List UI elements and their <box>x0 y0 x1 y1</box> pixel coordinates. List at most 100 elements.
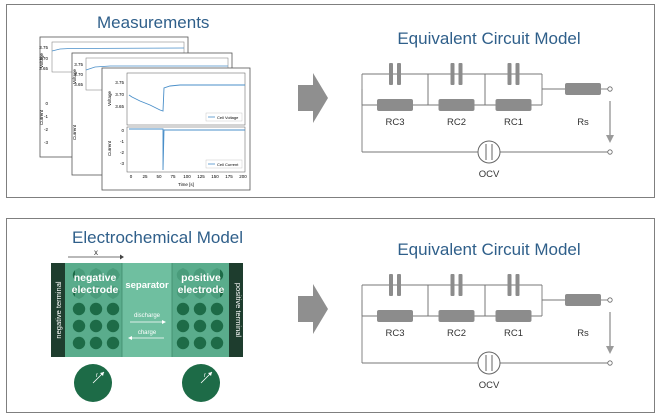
front-current-label: Current <box>107 140 112 156</box>
resistor <box>438 99 475 111</box>
terminal-icon <box>607 297 613 303</box>
current-curve <box>129 128 245 171</box>
particle <box>106 319 120 333</box>
time-axis-label: Time [s] <box>178 182 194 187</box>
mid-voltage-label: Voltage <box>72 68 77 84</box>
particle <box>106 336 120 350</box>
capacitor <box>450 63 455 85</box>
resistor <box>495 99 532 111</box>
particle <box>89 302 103 316</box>
resistor <box>495 310 532 322</box>
capacitor <box>507 63 512 85</box>
mid-tick-1: 3.75 <box>74 62 83 67</box>
capacitor <box>458 63 463 85</box>
back-ctick-1: -1 <box>44 114 48 119</box>
voltage-source-icon <box>477 140 501 164</box>
negative-particle-radius: r <box>74 364 112 402</box>
capacitor <box>515 274 520 296</box>
arrow-right-icon <box>298 284 328 334</box>
mid-current-label: Current <box>72 124 77 140</box>
front-voltage-label: Voltage <box>107 90 112 106</box>
arrow-down-icon <box>606 346 614 354</box>
back-voltage-label: Voltage <box>39 52 44 68</box>
rc-label: RC3 <box>385 328 404 339</box>
particle <box>72 336 86 350</box>
rs-label: Rs <box>577 328 589 339</box>
resistor <box>438 310 475 322</box>
positive-terminal-label: positive terminal <box>234 283 243 338</box>
voltage-source-icon <box>477 351 501 375</box>
legend-cell-current: Cell Current <box>217 162 239 167</box>
resistor <box>377 99 413 111</box>
rc-label: RC1 <box>504 328 523 339</box>
resistor <box>377 310 413 322</box>
particle <box>72 302 86 316</box>
particle <box>176 302 190 316</box>
circuit-title: Equivalent Circuit Model <box>397 240 580 259</box>
terminal-icon <box>607 360 613 366</box>
front-vtick-2: 3.70 <box>115 92 124 97</box>
particle <box>176 336 190 350</box>
back-ctick-3: -3 <box>44 140 48 145</box>
mid-tick-2: 3.70 <box>74 72 83 77</box>
particle <box>72 319 86 333</box>
radius-label-negative: r <box>96 373 98 379</box>
charge-label: charge <box>138 330 157 336</box>
mid-tick-3: 3.65 <box>74 82 83 87</box>
back-ctick-2: -2 <box>44 127 48 132</box>
capacitor <box>515 63 520 85</box>
arrow-down-icon <box>606 135 614 143</box>
front-ctick-0: 0 <box>121 128 124 133</box>
time-tick: 100 <box>183 174 191 179</box>
back-current-label: Current <box>39 109 44 125</box>
back-tick-2: 3.70 <box>39 56 48 61</box>
front-vtick-3: 3.65 <box>115 104 124 109</box>
particle <box>89 336 103 350</box>
front-ctick-3: -3 <box>120 161 124 166</box>
front-vtick-1: 3.75 <box>115 80 124 85</box>
separator-region <box>122 263 172 357</box>
time-tick: 50 <box>156 174 162 179</box>
discharge-arrow-icon <box>162 320 166 324</box>
rc-label: RC3 <box>385 117 404 128</box>
plot-sheet-front: 3.75 3.70 3.65 Voltage Cell Voltage 0 -1… <box>101 67 251 191</box>
rs-label: Rs <box>577 117 589 128</box>
circuit-title: Equivalent Circuit Model <box>397 29 580 48</box>
ocv-label: OCV <box>479 380 500 391</box>
particle <box>89 319 103 333</box>
separator-label: separator <box>125 280 169 291</box>
time-tick: 175 <box>225 174 233 179</box>
front-ctick-2: -2 <box>120 150 124 155</box>
particle <box>106 302 120 316</box>
positive-electrode-label-1: positive <box>181 272 221 284</box>
positive-electrode-label-2: electrode <box>178 284 225 296</box>
rc-label: RC1 <box>504 117 523 128</box>
particle <box>176 319 190 333</box>
capacitor <box>450 274 455 296</box>
electrochemical-title: Electrochemical Model <box>72 228 244 247</box>
particle <box>193 302 207 316</box>
capacitor <box>397 274 401 296</box>
legend-cell-voltage: Cell Voltage <box>217 115 239 120</box>
time-tick: 125 <box>197 174 205 179</box>
particle <box>193 319 207 333</box>
time-tick: 150 <box>211 174 219 179</box>
terminal-icon <box>607 149 613 155</box>
time-tick: 200 <box>239 174 247 179</box>
capacitor <box>389 63 393 85</box>
particle <box>210 319 224 333</box>
arrow-right-icon <box>298 73 328 123</box>
particle <box>193 336 207 350</box>
time-tick: 25 <box>142 174 148 179</box>
x-axis-label: x <box>94 248 98 257</box>
positive-terminal-bar <box>229 263 243 357</box>
time-tick: 0 <box>130 174 133 179</box>
terminal-icon <box>607 86 613 92</box>
back-ctick-0: 0 <box>45 101 48 106</box>
voltage-curve <box>128 84 245 112</box>
